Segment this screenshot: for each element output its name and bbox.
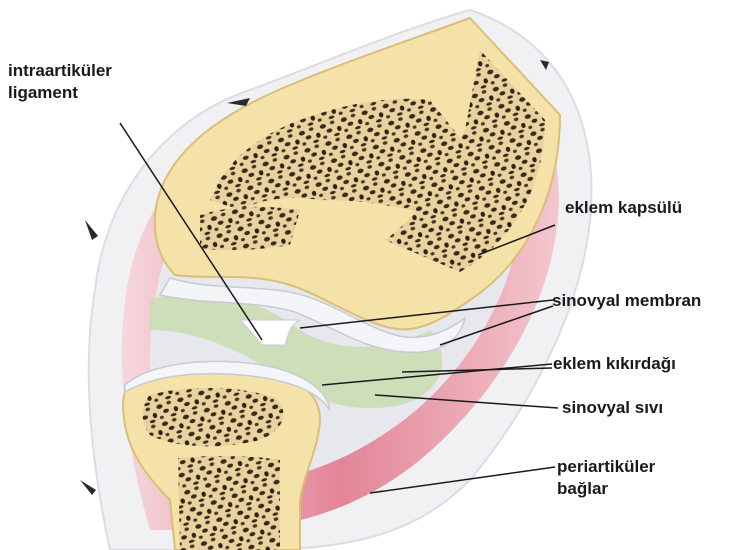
label-periarticular-ligaments: periartiküler bağlar — [557, 456, 655, 500]
label-periarticular-line2: bağlar — [557, 478, 655, 500]
label-articular-cartilage: eklem kıkırdağı — [553, 353, 676, 375]
label-periarticular-line1: periartiküler — [557, 456, 655, 478]
label-synovial-fluid: sinovyal sıvı — [562, 397, 663, 419]
mark-3 — [80, 480, 96, 495]
label-synovial-membrane: sinovyal membran — [552, 290, 701, 312]
label-intraarticular-ligament: intraartiküler ligament — [8, 60, 112, 104]
label-intraarticular-line2: ligament — [8, 82, 112, 104]
mark-2 — [85, 220, 98, 240]
label-joint-capsule: eklem kapsülü — [565, 197, 682, 219]
label-intraarticular-line1: intraartiküler — [8, 60, 112, 82]
